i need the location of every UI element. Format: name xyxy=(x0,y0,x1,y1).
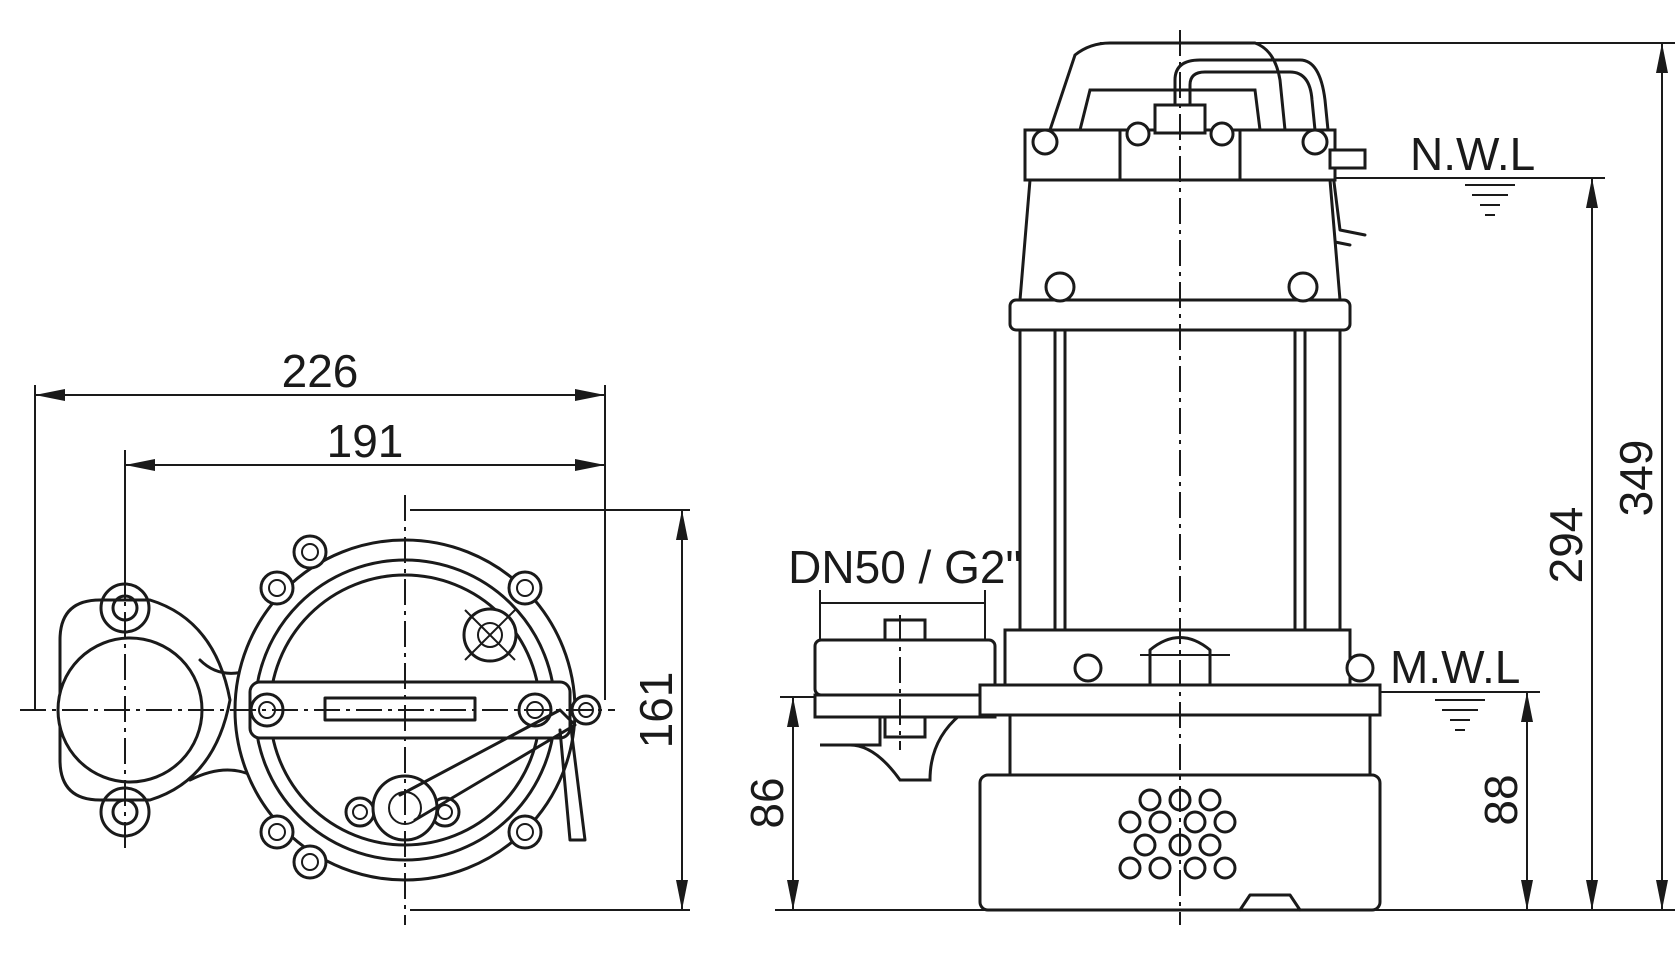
dim-width-overall: 226 xyxy=(282,345,359,397)
mwl-label: M.W.L xyxy=(1390,641,1520,693)
dim-outlet-height: 86 xyxy=(741,777,793,828)
top-view: 226 191 161 xyxy=(20,345,690,925)
nwl-water-level-icon xyxy=(1465,184,1515,216)
top-view-bolts xyxy=(249,534,602,880)
mwl-water-level-icon xyxy=(1435,699,1485,731)
dim-width-flange: 191 xyxy=(327,415,404,467)
outlet-size-label: DN50 / G2" xyxy=(788,541,1022,593)
dim-nwl-height: 294 xyxy=(1540,507,1592,584)
dim-mwl-height: 88 xyxy=(1475,774,1527,825)
nwl-label: N.W.L xyxy=(1410,128,1535,180)
side-view: N.W.L M.W.L DN50 / G2" 86 88 xyxy=(741,30,1675,925)
volute xyxy=(1008,713,1372,777)
dim-total-height: 349 xyxy=(1610,440,1662,517)
outlet-flange-side xyxy=(813,638,997,697)
dim-height-top-view: 161 xyxy=(630,672,682,749)
